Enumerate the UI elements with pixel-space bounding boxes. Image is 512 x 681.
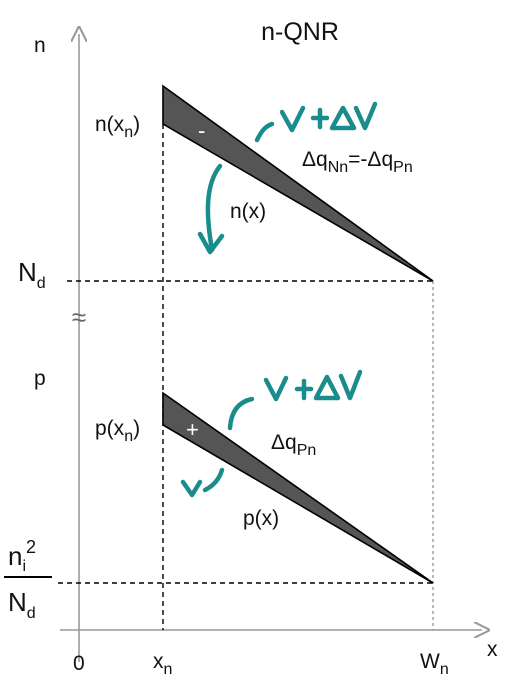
origin-label: 0	[73, 652, 85, 675]
n-region-sign: -	[198, 118, 205, 143]
y-axis-label-p: p	[34, 367, 46, 390]
n-excess-region	[162, 84, 434, 282]
n-charge-label: ΔqNn=-ΔqPn	[302, 148, 413, 176]
p-handwritten-annotation	[180, 369, 363, 498]
p-curve-label: p(x)	[243, 507, 279, 530]
nd-level-label: Nd	[18, 257, 46, 292]
x-axis-label: x	[487, 638, 498, 661]
axis-break-symbol: ≈	[72, 302, 86, 332]
p-region-sign: +	[186, 417, 199, 442]
n-handwritten-annotation	[197, 101, 378, 255]
p-charge-label: ΔqPn	[271, 431, 316, 459]
ni2-over-nd-label: ni2 Nd	[4, 537, 52, 622]
svg-text:Nd: Nd	[8, 587, 36, 622]
wn-tick-label: Wn	[420, 650, 449, 678]
p-xn-label: p(xn)	[95, 417, 140, 445]
n-xn-label: n(xn)	[95, 113, 140, 141]
n-curve-label: n(x)	[230, 200, 266, 223]
xn-tick-label: xn	[153, 650, 172, 678]
p-excess-region	[162, 391, 434, 584]
diagram-title: n-QNR	[261, 18, 339, 46]
y-axis-label-n: n	[34, 34, 46, 57]
svg-text:ni2: ni2	[8, 537, 36, 575]
